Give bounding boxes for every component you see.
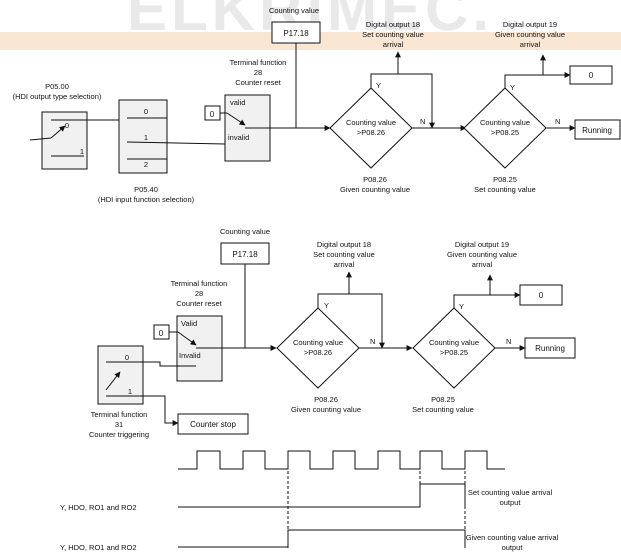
zero-input-label: 0 <box>210 110 215 119</box>
hdi-option-1: 1 <box>144 133 148 142</box>
terminal-line3: Counter reset <box>235 78 281 87</box>
terminal-b-line1: Terminal function <box>171 279 228 288</box>
trig-line3: Counter triggering <box>89 430 149 439</box>
dm2-b-line2: >P08.25 <box>440 348 468 357</box>
do19-b-line3: arrival <box>472 260 493 269</box>
trig-line2: 31 <box>115 420 123 429</box>
p1718-label-2: P17.18 <box>232 250 258 259</box>
hdi-output-selector <box>41 111 88 170</box>
compare-diamond-p0825 <box>463 87 547 169</box>
row1-signal <box>178 483 466 508</box>
invalid-label: invalid <box>228 133 249 142</box>
trig-line1: Terminal function <box>91 410 148 419</box>
trigger-selector <box>97 345 144 405</box>
row1-desc-line2: output <box>500 498 522 507</box>
counting-value-label-2: Counting value <box>220 227 270 236</box>
p0825-line2: Set counting value <box>474 185 536 194</box>
valid-label: valid <box>230 98 245 107</box>
p0540-line2: (HDI input function selection) <box>98 195 195 204</box>
do19-b-line1: Digital output 19 <box>455 240 509 249</box>
zero-input-label-2: 0 <box>159 329 164 338</box>
invalid-label-2: Invalid <box>179 351 201 360</box>
row2-label: Y, HDO, RO1 and RO2 <box>60 543 137 552</box>
hdi-option-0: 0 <box>144 107 148 116</box>
dm1-b-line2: >P08.26 <box>304 348 332 357</box>
p0825-line1: P08.25 <box>493 175 517 184</box>
p0825-b-line1: P08.25 <box>431 395 455 404</box>
running-box <box>574 119 621 140</box>
counting-value-label: Counting value <box>269 6 319 15</box>
do18-b-line3: arrival <box>334 260 355 269</box>
counter-stop-box <box>177 413 249 435</box>
do19-line3: arrival <box>520 40 541 49</box>
p0826-line2: Given counting value <box>340 185 410 194</box>
p0826-b-line1: P08.26 <box>314 395 338 404</box>
timing-diagram: Y, HDO, RO1 and RO2 Set counting value a… <box>60 450 559 552</box>
p0540-line1: P05.40 <box>134 185 158 194</box>
dm2-line2: >P08.25 <box>491 128 519 137</box>
dm1-line2: >P08.26 <box>357 128 385 137</box>
y-label-b1: Y <box>324 301 329 310</box>
compare-diamond-p0826-b <box>276 307 360 389</box>
n-label-1: N <box>420 117 425 126</box>
p0826-line1: P08.26 <box>363 175 387 184</box>
y-branch-1 <box>370 73 398 88</box>
selector-option-1: 1 <box>80 147 84 156</box>
do18-b-line2: Set counting value <box>313 250 375 259</box>
n-label-2: N <box>555 117 560 126</box>
p0825-b-line2: Set counting value <box>412 405 474 414</box>
pulse-train <box>178 450 505 470</box>
valid-label-2: Valid <box>181 319 197 328</box>
terminal-b-line3: Counter reset <box>176 299 222 308</box>
compare-diamond-p0826 <box>329 87 413 169</box>
do19-line2: Given counting value <box>495 30 565 39</box>
dm2-b-line1: Counting value <box>429 338 479 347</box>
do19-b-line2: Given counting value <box>447 250 517 259</box>
running-label: Running <box>582 126 612 135</box>
row1-label: Y, HDO, RO1 and RO2 <box>60 503 137 512</box>
running-label-2: Running <box>535 344 565 353</box>
y-label-b2: Y <box>459 302 464 311</box>
p0500-line1: P05.00 <box>45 82 69 91</box>
p0826-b-line2: Given counting value <box>291 405 361 414</box>
zero-output-label: 0 <box>589 71 594 80</box>
terminal-line1: Terminal function <box>230 58 287 67</box>
terminal-line2: 28 <box>254 68 262 77</box>
row1-desc-line1: Set counting value arrival <box>468 488 553 497</box>
top-diagram: Counting value P17.18 Digital output 18 … <box>13 6 621 204</box>
row2-desc-line2: output <box>502 543 524 552</box>
p0500-line2: (HDI output type selection) <box>13 92 102 101</box>
trigger-option-1: 1 <box>128 387 132 396</box>
n-label-b2: N <box>506 337 511 346</box>
do18-line3: arrival <box>383 40 404 49</box>
dm1-line1: Counting value <box>346 118 396 127</box>
do18-line2: Set counting value <box>362 30 424 39</box>
row2-desc-line1: Given counting value arrival <box>466 533 559 542</box>
trigger-option-0: 0 <box>125 353 129 362</box>
running-box-2 <box>524 337 576 359</box>
y-label-2: Y <box>510 83 515 92</box>
dm2-line1: Counting value <box>480 118 530 127</box>
hdi-option-2: 2 <box>144 160 148 169</box>
bottom-diagram: Counting value P17.18 Digital output 18 … <box>89 227 576 439</box>
row2-signal <box>178 529 466 548</box>
counter-stop-label: Counter stop <box>190 420 236 429</box>
dm1-b-line1: Counting value <box>293 338 343 347</box>
do18-b-line1: Digital output 18 <box>317 240 371 249</box>
n-label-b1: N <box>370 337 375 346</box>
do18-line1: Digital output 18 <box>366 20 420 29</box>
selector-option-0: 0 <box>65 121 69 130</box>
terminal-b-line2: 28 <box>195 289 203 298</box>
y-label-1: Y <box>376 81 381 90</box>
do19-line1: Digital output 19 <box>503 20 557 29</box>
hdi-input-function-selector <box>118 99 168 174</box>
zero-output-label-2: 0 <box>539 291 544 300</box>
p1718-label: P17.18 <box>283 29 309 38</box>
compare-diamond-p0825-b <box>412 307 496 389</box>
y-branch-2 <box>504 74 543 88</box>
